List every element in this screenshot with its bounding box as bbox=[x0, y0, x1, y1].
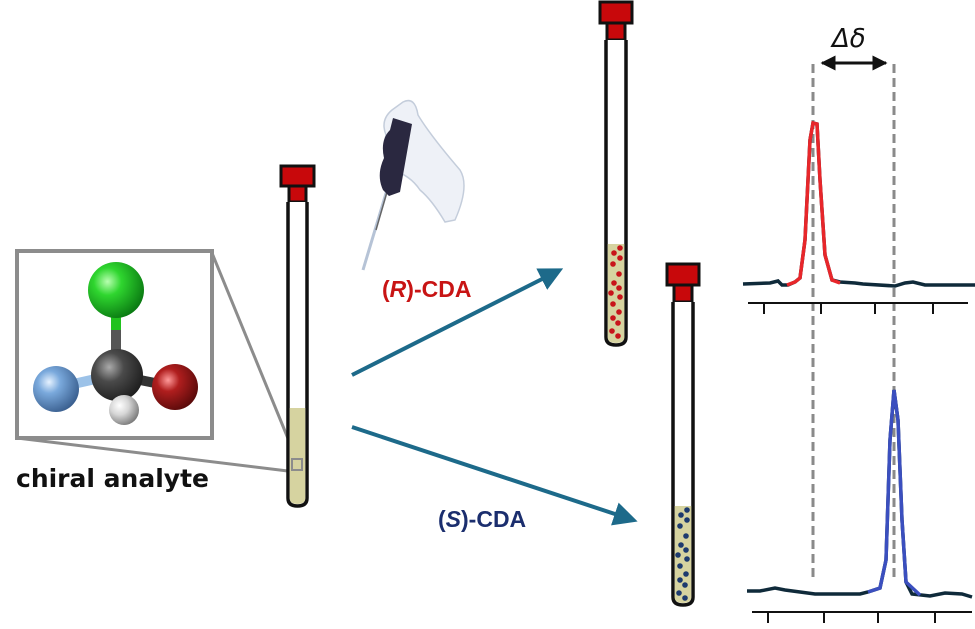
atom-red-icon bbox=[152, 364, 198, 410]
particle bbox=[617, 255, 623, 261]
tube-cap-plug bbox=[287, 184, 308, 204]
atom-blue-icon bbox=[33, 366, 79, 412]
zoom-spot bbox=[291, 458, 303, 471]
particle bbox=[678, 512, 684, 518]
molecule-inset bbox=[15, 249, 298, 474]
particle bbox=[684, 507, 690, 513]
particle bbox=[615, 333, 621, 339]
s-cda-tube bbox=[665, 262, 701, 607]
particle bbox=[615, 320, 621, 326]
atom-green-icon bbox=[88, 262, 144, 318]
zoom-line-bottom bbox=[16, 436, 297, 474]
tube-cap bbox=[665, 262, 701, 287]
analyte-tube bbox=[279, 164, 316, 508]
tube-cap bbox=[279, 164, 316, 188]
particle bbox=[610, 301, 616, 307]
analyte-label: chiral analyte bbox=[16, 464, 209, 493]
s-spectrum bbox=[747, 389, 973, 623]
particle bbox=[617, 294, 623, 300]
particle bbox=[611, 280, 617, 286]
s-cda-label: (S)-CDA bbox=[438, 506, 526, 532]
particle bbox=[610, 261, 616, 267]
tube-cap-plug bbox=[672, 283, 694, 304]
particle bbox=[683, 547, 689, 553]
particle bbox=[677, 577, 683, 583]
r-cda-tube bbox=[598, 0, 634, 347]
delta-delta-label: Δδ bbox=[830, 24, 866, 54]
particle bbox=[675, 552, 681, 558]
r-cda-label: (R)-CDA bbox=[382, 276, 471, 302]
delta-delta-annotation: Δδ bbox=[811, 24, 896, 580]
particle bbox=[611, 250, 617, 256]
pipette-hand-icon bbox=[361, 99, 465, 271]
particle bbox=[683, 533, 689, 539]
bond-green bbox=[111, 300, 121, 350]
particle bbox=[677, 563, 683, 569]
arrow-to-s-tube bbox=[351, 425, 638, 526]
tube-cap-plug bbox=[605, 21, 627, 42]
pipette-body bbox=[379, 118, 412, 196]
particle bbox=[684, 556, 690, 562]
particle bbox=[677, 523, 683, 529]
bond-carbon-top bbox=[111, 330, 121, 360]
particle bbox=[610, 315, 616, 321]
tube-cap bbox=[598, 0, 634, 25]
particle bbox=[682, 582, 688, 588]
particle bbox=[684, 517, 690, 523]
baseline bbox=[747, 389, 973, 599]
particle bbox=[616, 309, 622, 315]
r-peak bbox=[786, 120, 841, 287]
zoom-line-top bbox=[210, 252, 298, 459]
particle bbox=[676, 590, 682, 596]
particle bbox=[609, 328, 615, 334]
atom-hydrogen-icon bbox=[109, 395, 139, 425]
r-spectrum bbox=[742, 120, 975, 314]
particle bbox=[682, 595, 688, 601]
particle bbox=[616, 271, 622, 277]
tube-solution bbox=[289, 408, 306, 504]
particle bbox=[678, 542, 684, 548]
particle bbox=[608, 290, 614, 296]
particle bbox=[683, 571, 689, 577]
s-peak bbox=[867, 389, 922, 597]
baseline bbox=[742, 120, 975, 288]
blue-particles bbox=[675, 507, 690, 601]
arrow-to-r-tube bbox=[351, 268, 564, 377]
particle bbox=[616, 285, 622, 291]
atom-carbon-icon bbox=[91, 349, 143, 401]
red-particles bbox=[608, 245, 623, 339]
particle bbox=[617, 245, 623, 251]
